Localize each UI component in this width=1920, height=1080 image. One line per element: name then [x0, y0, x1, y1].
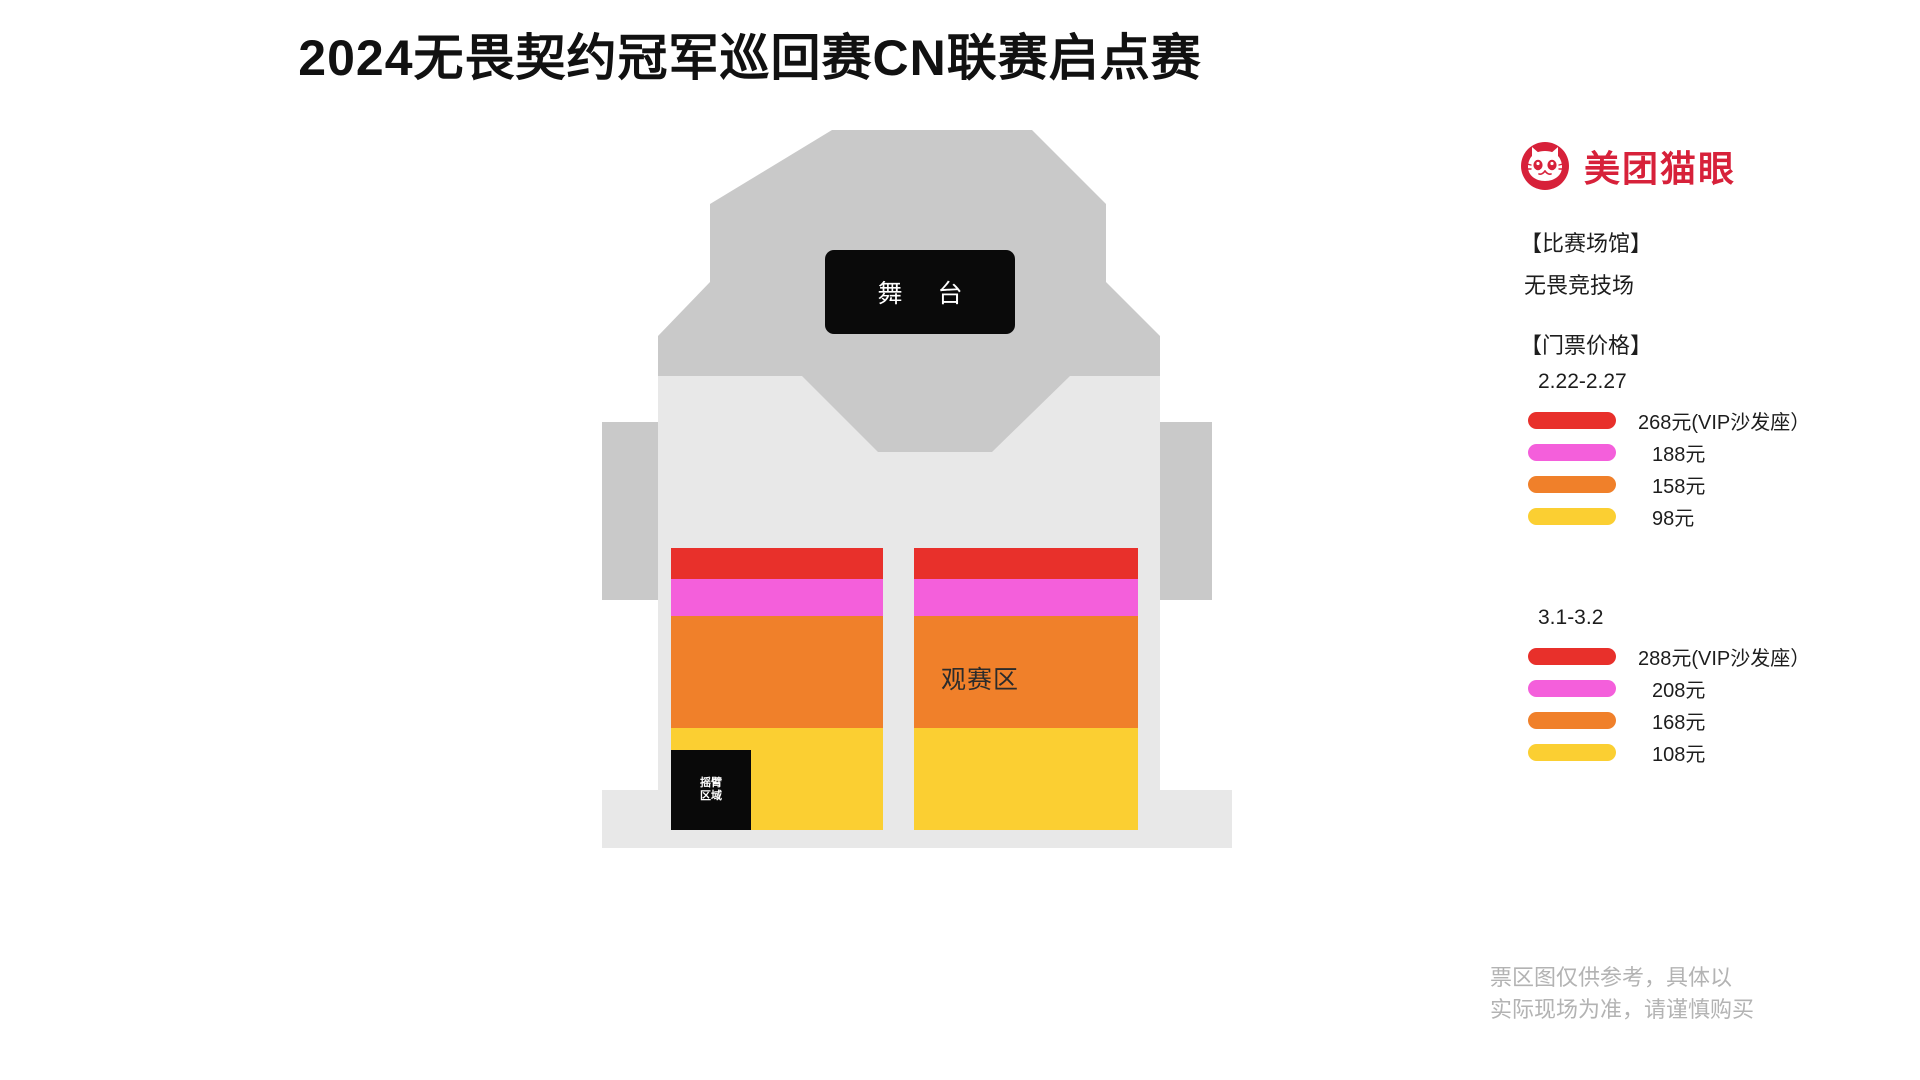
- price-color-swatch: [1528, 743, 1616, 761]
- price-legend-row[interactable]: 288元(VIP沙发座）: [1520, 640, 1920, 672]
- price-color-swatch: [1528, 679, 1616, 697]
- price-tier-label: 288元(VIP沙发座）: [1638, 647, 1811, 670]
- disclaimer-line-1: 票区图仅供参考，具体以: [1490, 965, 1733, 990]
- stage-label: 舞 台: [877, 280, 977, 308]
- price-color-swatch: [1528, 647, 1616, 665]
- price-tier-label: 108元: [1652, 743, 1706, 766]
- venue-name: 无畏竞技场: [1524, 273, 1635, 298]
- seat-band-tier-2[interactable]: [914, 579, 1138, 616]
- price-block-spacer: [1520, 560, 1920, 606]
- price-tier-label: 168元: [1652, 711, 1706, 734]
- price-legend-list: 268元(VIP沙发座） 188元 158元 98元: [1520, 404, 1920, 532]
- venue-left-wall: [658, 376, 672, 790]
- price-legend-row[interactable]: 168元: [1520, 704, 1920, 736]
- price-color-swatch: [1528, 711, 1616, 729]
- price-legend-list: 288元(VIP沙发座） 208元 168元 108元: [1520, 640, 1920, 768]
- cat-face-icon: [1521, 142, 1569, 190]
- seat-band-tier-3[interactable]: [671, 615, 883, 729]
- venue-section-heading: 【比赛场馆】: [1520, 231, 1653, 256]
- price-legend-row[interactable]: 98元: [1520, 500, 1920, 532]
- info-panel: 美团猫眼 【比赛场馆】 无畏竞技场 【门票价格】 2.22-2.27 268元(V…: [1520, 140, 1920, 796]
- price-color-swatch: [1528, 411, 1616, 429]
- brand-logo: 美团猫眼: [1520, 140, 1920, 192]
- seating-area: 摇臂 区域: [671, 548, 1138, 830]
- seat-band-tier-4[interactable]: [914, 728, 1138, 830]
- price-color-swatch: [1528, 443, 1616, 461]
- seating-column-right[interactable]: [914, 548, 1138, 830]
- price-tier-label: 158元: [1652, 475, 1706, 498]
- viewing-area-label: 观赛区: [940, 666, 1019, 694]
- price-section-heading: 【门票价格】: [1520, 333, 1653, 358]
- price-legend-row[interactable]: 268元(VIP沙发座）: [1520, 404, 1920, 436]
- venue-map: 舞 台 摇臂 区域 观赛区: [540, 130, 1420, 920]
- page-title: 2024无畏契约冠军巡回赛CN联赛启点赛: [298, 30, 1202, 86]
- seat-band-tier-3[interactable]: [914, 615, 1138, 729]
- price-legend-row[interactable]: 158元: [1520, 468, 1920, 500]
- price-tier-label: 188元: [1652, 443, 1706, 466]
- price-legend-row[interactable]: 208元: [1520, 672, 1920, 704]
- price-color-swatch: [1528, 507, 1616, 525]
- seat-band-vip-sofa[interactable]: [671, 548, 883, 580]
- price-tier-label: 98元: [1652, 507, 1695, 530]
- price-block-date-range: 3.1-3.2: [1538, 606, 1604, 629]
- seat-band-vip-sofa[interactable]: [914, 548, 1138, 580]
- price-color-swatch: [1528, 475, 1616, 493]
- crane-label-line-2: 区域: [700, 790, 722, 802]
- crane-label-line-1: 摇臂: [700, 777, 722, 790]
- price-blocks: 2.22-2.27 268元(VIP沙发座） 188元 158元 98元 3.1-3.2 2…: [1520, 370, 1920, 768]
- camera-crane-zone: 摇臂 区域: [671, 750, 751, 830]
- price-legend-row[interactable]: 108元: [1520, 736, 1920, 768]
- stage-block[interactable]: 舞 台: [825, 250, 1015, 334]
- disclaimer-text: 票区图仅供参考，具体以 实际现场为准，请谨慎购买: [1490, 962, 1910, 1026]
- price-block-date-range: 2.22-2.27: [1538, 370, 1627, 393]
- price-tier-label: 268元(VIP沙发座）: [1638, 411, 1811, 434]
- brand-name: 美团猫眼: [1584, 148, 1737, 189]
- seat-band-tier-2[interactable]: [671, 579, 883, 616]
- price-tier-label: 208元: [1652, 679, 1706, 702]
- disclaimer-line-2: 实际现场为准，请谨慎购买: [1490, 996, 1755, 1022]
- price-legend-row[interactable]: 188元: [1520, 436, 1920, 468]
